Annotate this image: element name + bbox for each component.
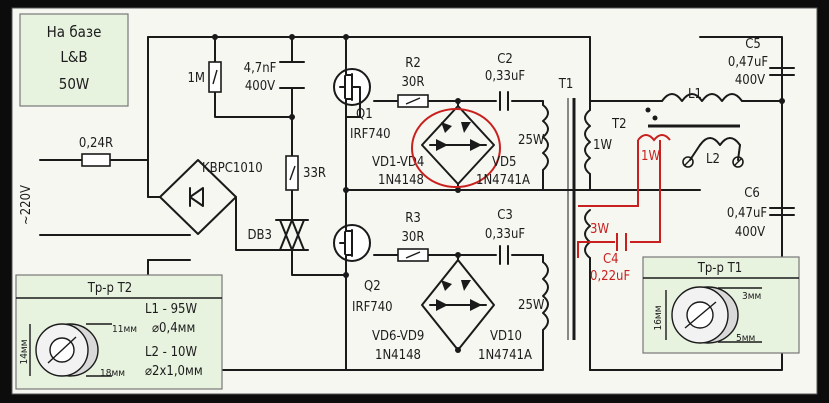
title-box: На базе L&B 50W [19, 13, 129, 107]
label-q2: Q2 [364, 279, 381, 294]
mosfet-q2: Q2 IRF740 [333, 214, 393, 315]
t2-box-l1: L1 - 95W [145, 302, 197, 317]
label-c1-value: 4,7nF [244, 61, 277, 76]
t2-toroid-icon [29, 323, 112, 377]
label-c4: C4 [603, 252, 619, 267]
label-l1: L1 [688, 87, 702, 102]
label-q1: Q1 [356, 107, 373, 122]
label-r3-value: 30R [401, 230, 424, 245]
label-c3-value: 0,33uF [485, 227, 525, 242]
highlight-circle [411, 108, 501, 188]
label-c6-value: 0,47uF [727, 206, 767, 221]
diac-db3: DB3 [248, 219, 309, 251]
capacitor-c5: C5 0,47uF 400V [728, 37, 795, 88]
label-c3: C3 [497, 208, 513, 223]
diode-bridge-vd6-vd9: VD6-VD9 1N4148 [372, 254, 495, 363]
t1-winding-bottom: 25W [518, 261, 549, 331]
t2-box-l2: L2 - 10W [145, 345, 197, 360]
t1-info-box: Тр-р T1 3мм 5мм 16мм [642, 256, 800, 354]
capacitor-c3: C3 0,33uF [485, 208, 525, 265]
t2-dim-h: 11мм [112, 324, 137, 335]
t2-box-l1-wire: ⌀0,4мм [152, 321, 195, 336]
label-w25-top: 25W [518, 133, 545, 148]
mosfet-q1: Q1 IRF740 [333, 61, 391, 142]
capacitor-c2: C2 0,33uF [485, 52, 525, 111]
title-line-1: На базе [47, 23, 102, 41]
resistor-33r: 33R [285, 155, 326, 191]
label-w1: 1W [593, 138, 612, 153]
title-line-3: 50W [59, 75, 90, 93]
capacitor-4n7: 4,7nF 400V [244, 61, 305, 94]
label-q2-type: IRF740 [352, 300, 393, 315]
t1-dim-w: 16мм [653, 305, 664, 330]
t2-dim-d: 18мм [100, 368, 125, 379]
label-r3: R3 [405, 211, 421, 226]
label-db3: DB3 [248, 228, 272, 243]
diode-bridge-vd1-vd4: VD1-VD4 1N4148 [372, 100, 495, 191]
label-r2: R2 [405, 56, 421, 71]
label-c4-value: 0,22uF [590, 269, 630, 284]
transformer-t2: T2 1W [611, 107, 740, 164]
label-c2-value: 0,33uF [485, 69, 525, 84]
label-vd10-type: 1N4741A [478, 348, 532, 363]
zener-vd10: VD10 1N4741A [478, 329, 532, 363]
label-l2: L2 [706, 152, 720, 167]
t2-dim-w: 14мм [19, 339, 30, 364]
inductor-l2: L2 [682, 137, 744, 168]
resistor-r3: R3 30R [397, 211, 429, 262]
label-w1-red: 1W [641, 149, 660, 164]
resistor-1m: 1M [187, 61, 222, 93]
label-r1m: 1M [187, 71, 205, 86]
t1-box-title: Тр-р T1 [697, 261, 743, 276]
zener-vd5: VD5 1N4741A [476, 155, 530, 188]
t2-info-box: Тр-р T2 L1 - 95W ⌀0,4мм L2 - 10W ⌀2x1,0м… [15, 274, 223, 390]
label-c6: C6 [744, 186, 760, 201]
t2-box-l2-wire: ⌀2x1,0мм [145, 364, 203, 379]
label-bridge: KBPC1010 [202, 161, 263, 176]
label-vd5: VD5 [492, 155, 516, 170]
t2-box-title: Тр-р T2 [87, 281, 133, 296]
capacitor-c6: C6 0,47uF 400V [727, 186, 795, 240]
t1-winding-1w: 1W [584, 36, 612, 191]
bridge-rectifier: KBPC1010 [159, 159, 263, 235]
t1-toroid-icon [665, 286, 762, 344]
resistor-r2: R2 30R [397, 56, 429, 108]
label-r-input: 0,24R [79, 136, 113, 151]
t1-winding-top: 25W [518, 104, 549, 171]
label-c5-voltage: 400V [735, 73, 765, 88]
t1-core: T1 [558, 77, 576, 340]
label-r33: 33R [303, 166, 326, 181]
label-c2: C2 [497, 52, 513, 67]
label-c1-voltage: 400V [245, 79, 275, 94]
t1-winding-3w: 3W [577, 140, 661, 321]
t1-dim-d: 5мм [736, 333, 755, 344]
label-vd1: VD1-VD4 [372, 155, 424, 170]
label-c5-value: 0,47uF [728, 55, 768, 70]
label-vd10: VD10 [490, 329, 522, 344]
label-r2-value: 30R [401, 75, 424, 90]
label-q1-type: IRF740 [350, 127, 391, 142]
label-mains: ~220V [19, 185, 34, 225]
label-c6-voltage: 400V [735, 225, 765, 240]
label-vd5-type: 1N4741A [476, 173, 530, 188]
t1-dim-h: 3мм [742, 291, 761, 302]
inductor-l1: L1 [589, 87, 783, 102]
label-w3-red: 3W [590, 222, 609, 237]
label-vd6: VD6-VD9 [372, 329, 424, 344]
label-w25-bot: 25W [518, 298, 545, 313]
label-vd6-type: 1N4148 [375, 348, 421, 363]
label-c5: C5 [745, 37, 761, 52]
label-t2: T2 [611, 117, 627, 132]
resistor-input: 0,24R [79, 136, 113, 167]
title-line-2: L&B [60, 48, 87, 66]
capacitor-c4: C4 0,22uF [590, 233, 630, 284]
label-vd1-type: 1N4148 [378, 173, 424, 188]
label-t1: T1 [558, 77, 574, 92]
